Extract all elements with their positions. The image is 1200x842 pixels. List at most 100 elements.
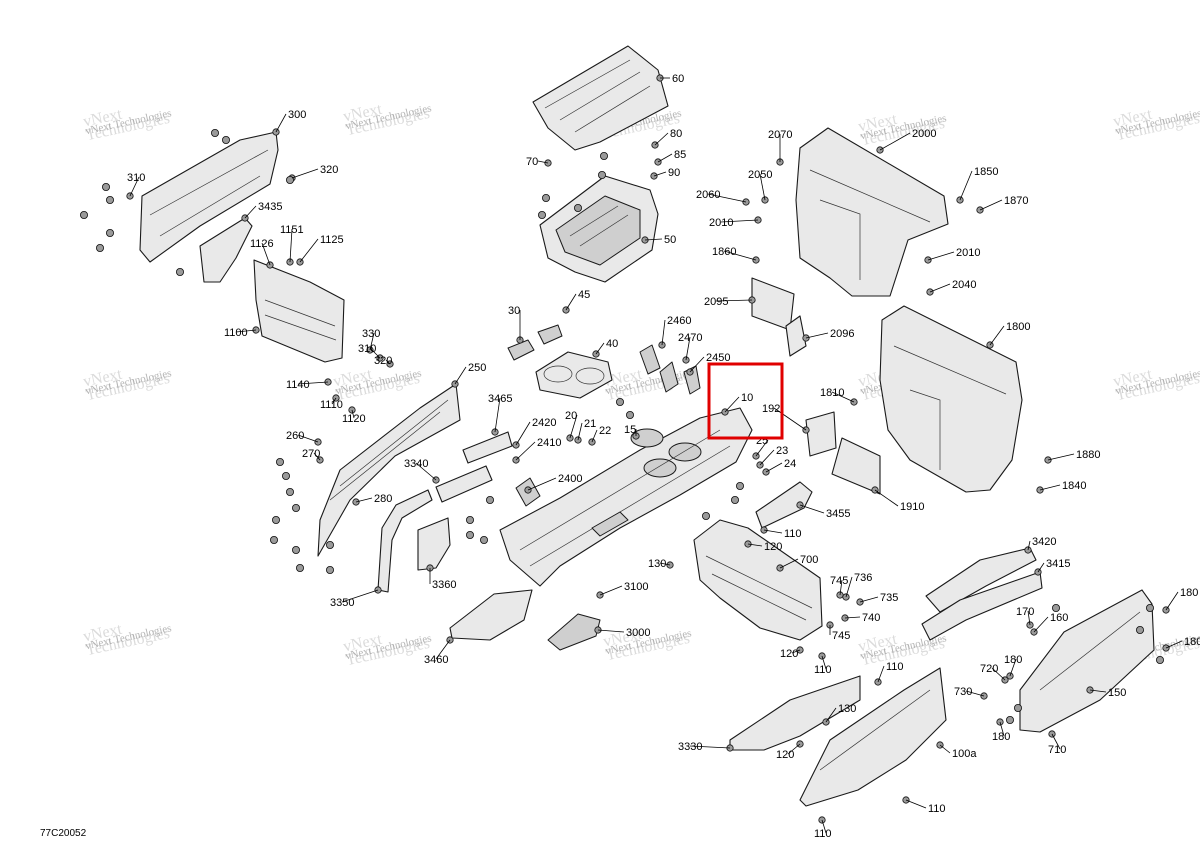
callout-c1100[interactable]: 1100: [224, 327, 248, 339]
callout-c180d[interactable]: 180: [992, 731, 1010, 743]
callout-c1870[interactable]: 1870: [1004, 195, 1028, 207]
callout-c300[interactable]: 300: [288, 109, 306, 121]
callout-c85[interactable]: 85: [674, 149, 686, 161]
callout-c110e[interactable]: 110: [814, 828, 832, 840]
callout-c180b[interactable]: 180: [1184, 636, 1200, 648]
callout-c1800[interactable]: 1800: [1006, 321, 1030, 333]
callout-c2010b[interactable]: 2010: [956, 247, 980, 259]
part-2095-plate[interactable]: [751, 277, 795, 331]
callout-c3330[interactable]: 3330: [678, 741, 702, 753]
callout-c2460[interactable]: 2460: [667, 315, 691, 327]
callout-c320[interactable]: 320: [320, 164, 338, 176]
callout-c3100[interactable]: 3100: [624, 581, 648, 593]
callout-c2410[interactable]: 2410: [537, 437, 561, 449]
callout-c330[interactable]: 330: [362, 328, 380, 340]
callout-c1860[interactable]: 1860: [712, 246, 736, 258]
part-2096-bracket[interactable]: [785, 315, 807, 357]
callout-c120b[interactable]: 120: [780, 648, 798, 660]
callout-c3340[interactable]: 3340: [404, 458, 428, 470]
callout-c730[interactable]: 730: [954, 686, 972, 698]
callout-c110a[interactable]: 110: [784, 528, 802, 540]
callout-c50[interactable]: 50: [664, 234, 676, 246]
part-3455-bar[interactable]: [755, 481, 813, 529]
callout-c310[interactable]: 310: [127, 172, 145, 184]
callout-c2000[interactable]: 2000: [912, 128, 936, 140]
callout-c80[interactable]: 80: [670, 128, 682, 140]
part-100a-fender[interactable]: [799, 667, 947, 807]
callout-c2096[interactable]: 2096: [830, 328, 854, 340]
callout-c100a[interactable]: 100a: [952, 748, 977, 760]
callout-c3415[interactable]: 3415: [1046, 558, 1070, 570]
callout-c1120[interactable]: 1120: [342, 413, 366, 425]
part-1800-rear-panel[interactable]: [879, 305, 1023, 493]
callout-c745b[interactable]: 745: [832, 630, 850, 642]
callout-c15[interactable]: 15: [624, 424, 636, 436]
callout-c3000[interactable]: 3000: [626, 627, 650, 639]
callout-c20[interactable]: 20: [565, 410, 577, 422]
callout-c3360[interactable]: 3360: [432, 579, 456, 591]
callout-c1126[interactable]: 1126: [250, 238, 274, 250]
callout-c250[interactable]: 250: [468, 362, 486, 374]
callout-c2010[interactable]: 2010: [709, 217, 733, 229]
callout-c22[interactable]: 22: [599, 425, 611, 437]
part-700-bracket[interactable]: [693, 519, 823, 641]
callout-c110d[interactable]: 110: [928, 803, 946, 815]
callout-c40[interactable]: 40: [606, 338, 618, 350]
part-150-fender[interactable]: [1019, 589, 1155, 733]
callout-c1850[interactable]: 1850: [974, 166, 998, 178]
callout-c1125[interactable]: 1125: [320, 234, 344, 246]
callout-c2040[interactable]: 2040: [952, 279, 976, 291]
part-60-console-cover[interactable]: [532, 45, 669, 151]
callout-c1151[interactable]: 1151: [280, 224, 304, 236]
callout-c3465[interactable]: 3465: [488, 393, 512, 405]
part-3360-panel[interactable]: [417, 517, 451, 571]
part-192-plate[interactable]: [805, 411, 837, 457]
callout-c90[interactable]: 90: [668, 167, 680, 179]
callout-c160[interactable]: 160: [1050, 612, 1068, 624]
callout-c320b[interactable]: 320: [374, 355, 392, 367]
part-3330-panel[interactable]: [729, 675, 861, 751]
part-30-clips[interactable]: [507, 324, 563, 361]
callout-c2060[interactable]: 2060: [696, 189, 720, 201]
callout-c120a[interactable]: 120: [764, 541, 782, 553]
callout-c60[interactable]: 60: [672, 73, 684, 85]
callout-c3455[interactable]: 3455: [826, 508, 850, 520]
callout-c110c[interactable]: 110: [886, 661, 904, 673]
callout-c2050[interactable]: 2050: [748, 169, 772, 181]
callout-c21[interactable]: 21: [584, 418, 596, 430]
callout-c3460[interactable]: 3460: [424, 654, 448, 666]
callout-c24[interactable]: 24: [784, 458, 796, 470]
part-50-storage-tray[interactable]: [539, 175, 659, 283]
part-3000-panel[interactable]: [547, 613, 601, 651]
part-1910-panel[interactable]: [831, 437, 881, 495]
callout-c23[interactable]: 23: [776, 445, 788, 457]
callout-c2095[interactable]: 2095: [704, 296, 728, 308]
part-2000-rear-panel[interactable]: [795, 127, 949, 297]
callout-c1110[interactable]: 1110: [320, 399, 343, 411]
part-3340-bar[interactable]: [435, 465, 493, 503]
callout-c710[interactable]: 710: [1048, 744, 1066, 756]
callout-c745[interactable]: 745: [830, 575, 848, 587]
callout-c3435[interactable]: 3435: [258, 201, 282, 213]
part-3460-panel[interactable]: [449, 589, 533, 641]
callout-c2420[interactable]: 2420: [532, 417, 556, 429]
callout-c310b[interactable]: 310: [358, 343, 376, 355]
callout-c45[interactable]: 45: [578, 289, 590, 301]
callout-c270[interactable]: 270: [302, 448, 320, 460]
callout-c1880[interactable]: 1880: [1076, 449, 1100, 461]
callout-c1140[interactable]: 1140: [286, 379, 310, 391]
part-300-side-panel[interactable]: [139, 131, 279, 263]
callout-c735[interactable]: 735: [880, 592, 898, 604]
callout-c1910[interactable]: 1910: [900, 501, 924, 513]
callout-c2470[interactable]: 2470: [678, 332, 702, 344]
callout-c2070[interactable]: 2070: [768, 129, 792, 141]
callout-c720[interactable]: 720: [980, 663, 998, 675]
callout-c3420[interactable]: 3420: [1032, 536, 1056, 548]
part-3465-bar[interactable]: [462, 431, 513, 464]
callout-c120c[interactable]: 120: [776, 749, 794, 761]
part-3435-panel[interactable]: [199, 217, 253, 283]
callout-c192[interactable]: 192: [762, 403, 780, 415]
callout-c3350[interactable]: 3350: [330, 597, 354, 609]
part-center-console[interactable]: [499, 407, 753, 587]
part-3350-strip[interactable]: [377, 489, 433, 593]
